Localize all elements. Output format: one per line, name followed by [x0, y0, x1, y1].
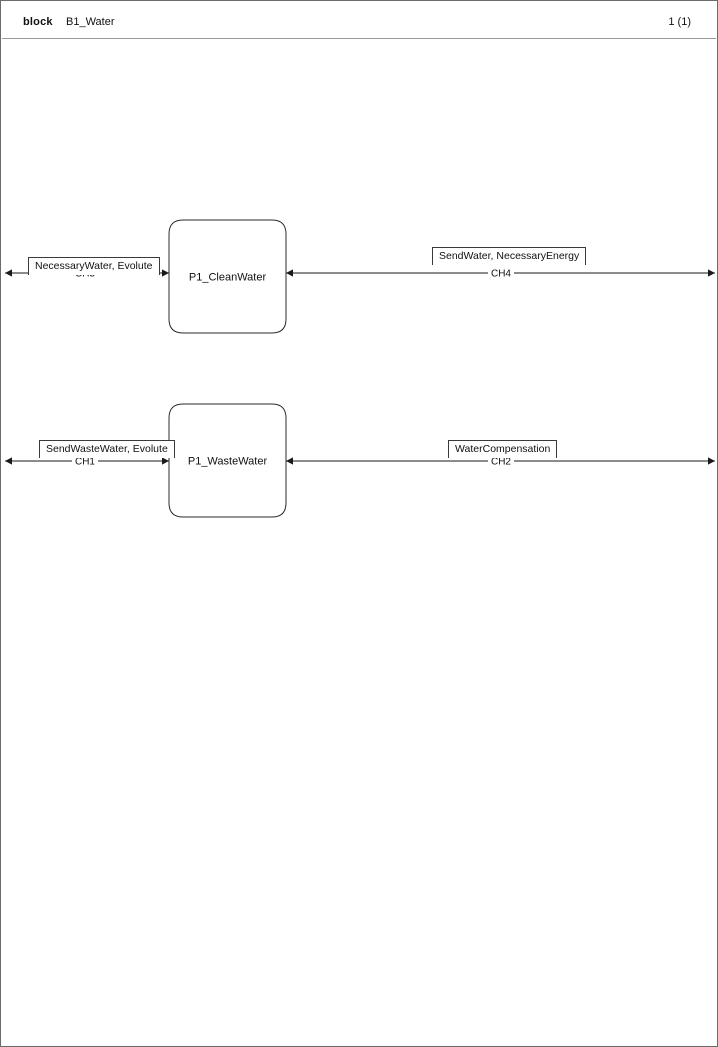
arrowhead-right — [162, 457, 169, 465]
block-label: P1_CleanWater — [189, 271, 267, 283]
channel-ch4[interactable]: CH4 — [286, 269, 715, 280]
arrowhead-right — [162, 269, 169, 277]
arrowhead-right — [708, 457, 715, 465]
flow-label-text: SendWater, NecessaryEnergy — [439, 250, 580, 262]
block-keyword: block — [23, 16, 53, 28]
page-header: block B1_Water 1 (1) — [1, 1, 717, 38]
block-p1_cleanwater[interactable]: P1_CleanWater — [168, 219, 287, 334]
block-shape — [168, 403, 287, 518]
channel-ch1[interactable]: CH1 — [5, 457, 169, 468]
flow-label-text: NecessaryWater, Evolute — [35, 260, 153, 272]
channel-id-label: CH4 — [491, 269, 511, 280]
flow-label-ch4[interactable]: SendWater, NecessaryEnergy — [432, 247, 587, 265]
flow-label-ch1[interactable]: SendWasteWater, Evolute — [39, 440, 175, 458]
arrowhead-left — [286, 457, 293, 465]
block-label: P1_WasteWater — [188, 455, 268, 467]
block-p1_wastewater[interactable]: P1_WasteWater — [168, 403, 287, 518]
header-divider — [2, 38, 716, 39]
flow-label-ch3[interactable]: NecessaryWater, Evolute — [28, 257, 160, 275]
page-title: B1_Water — [66, 16, 115, 28]
flow-label-ch2[interactable]: WaterCompensation — [448, 440, 558, 458]
arrowhead-left — [5, 269, 12, 277]
arrowhead-left — [286, 269, 293, 277]
flow-label-text: WaterCompensation — [455, 443, 551, 455]
arrowhead-left — [5, 457, 12, 465]
flow-label-text: SendWasteWater, Evolute — [46, 443, 168, 455]
arrowhead-right — [708, 269, 715, 277]
channel-ch2[interactable]: CH2 — [286, 457, 715, 468]
page-indicator: 1 (1) — [668, 16, 691, 28]
channel-id-label: CH2 — [491, 457, 511, 468]
channel-id-label: CH1 — [75, 457, 95, 468]
block-shape — [168, 219, 287, 334]
